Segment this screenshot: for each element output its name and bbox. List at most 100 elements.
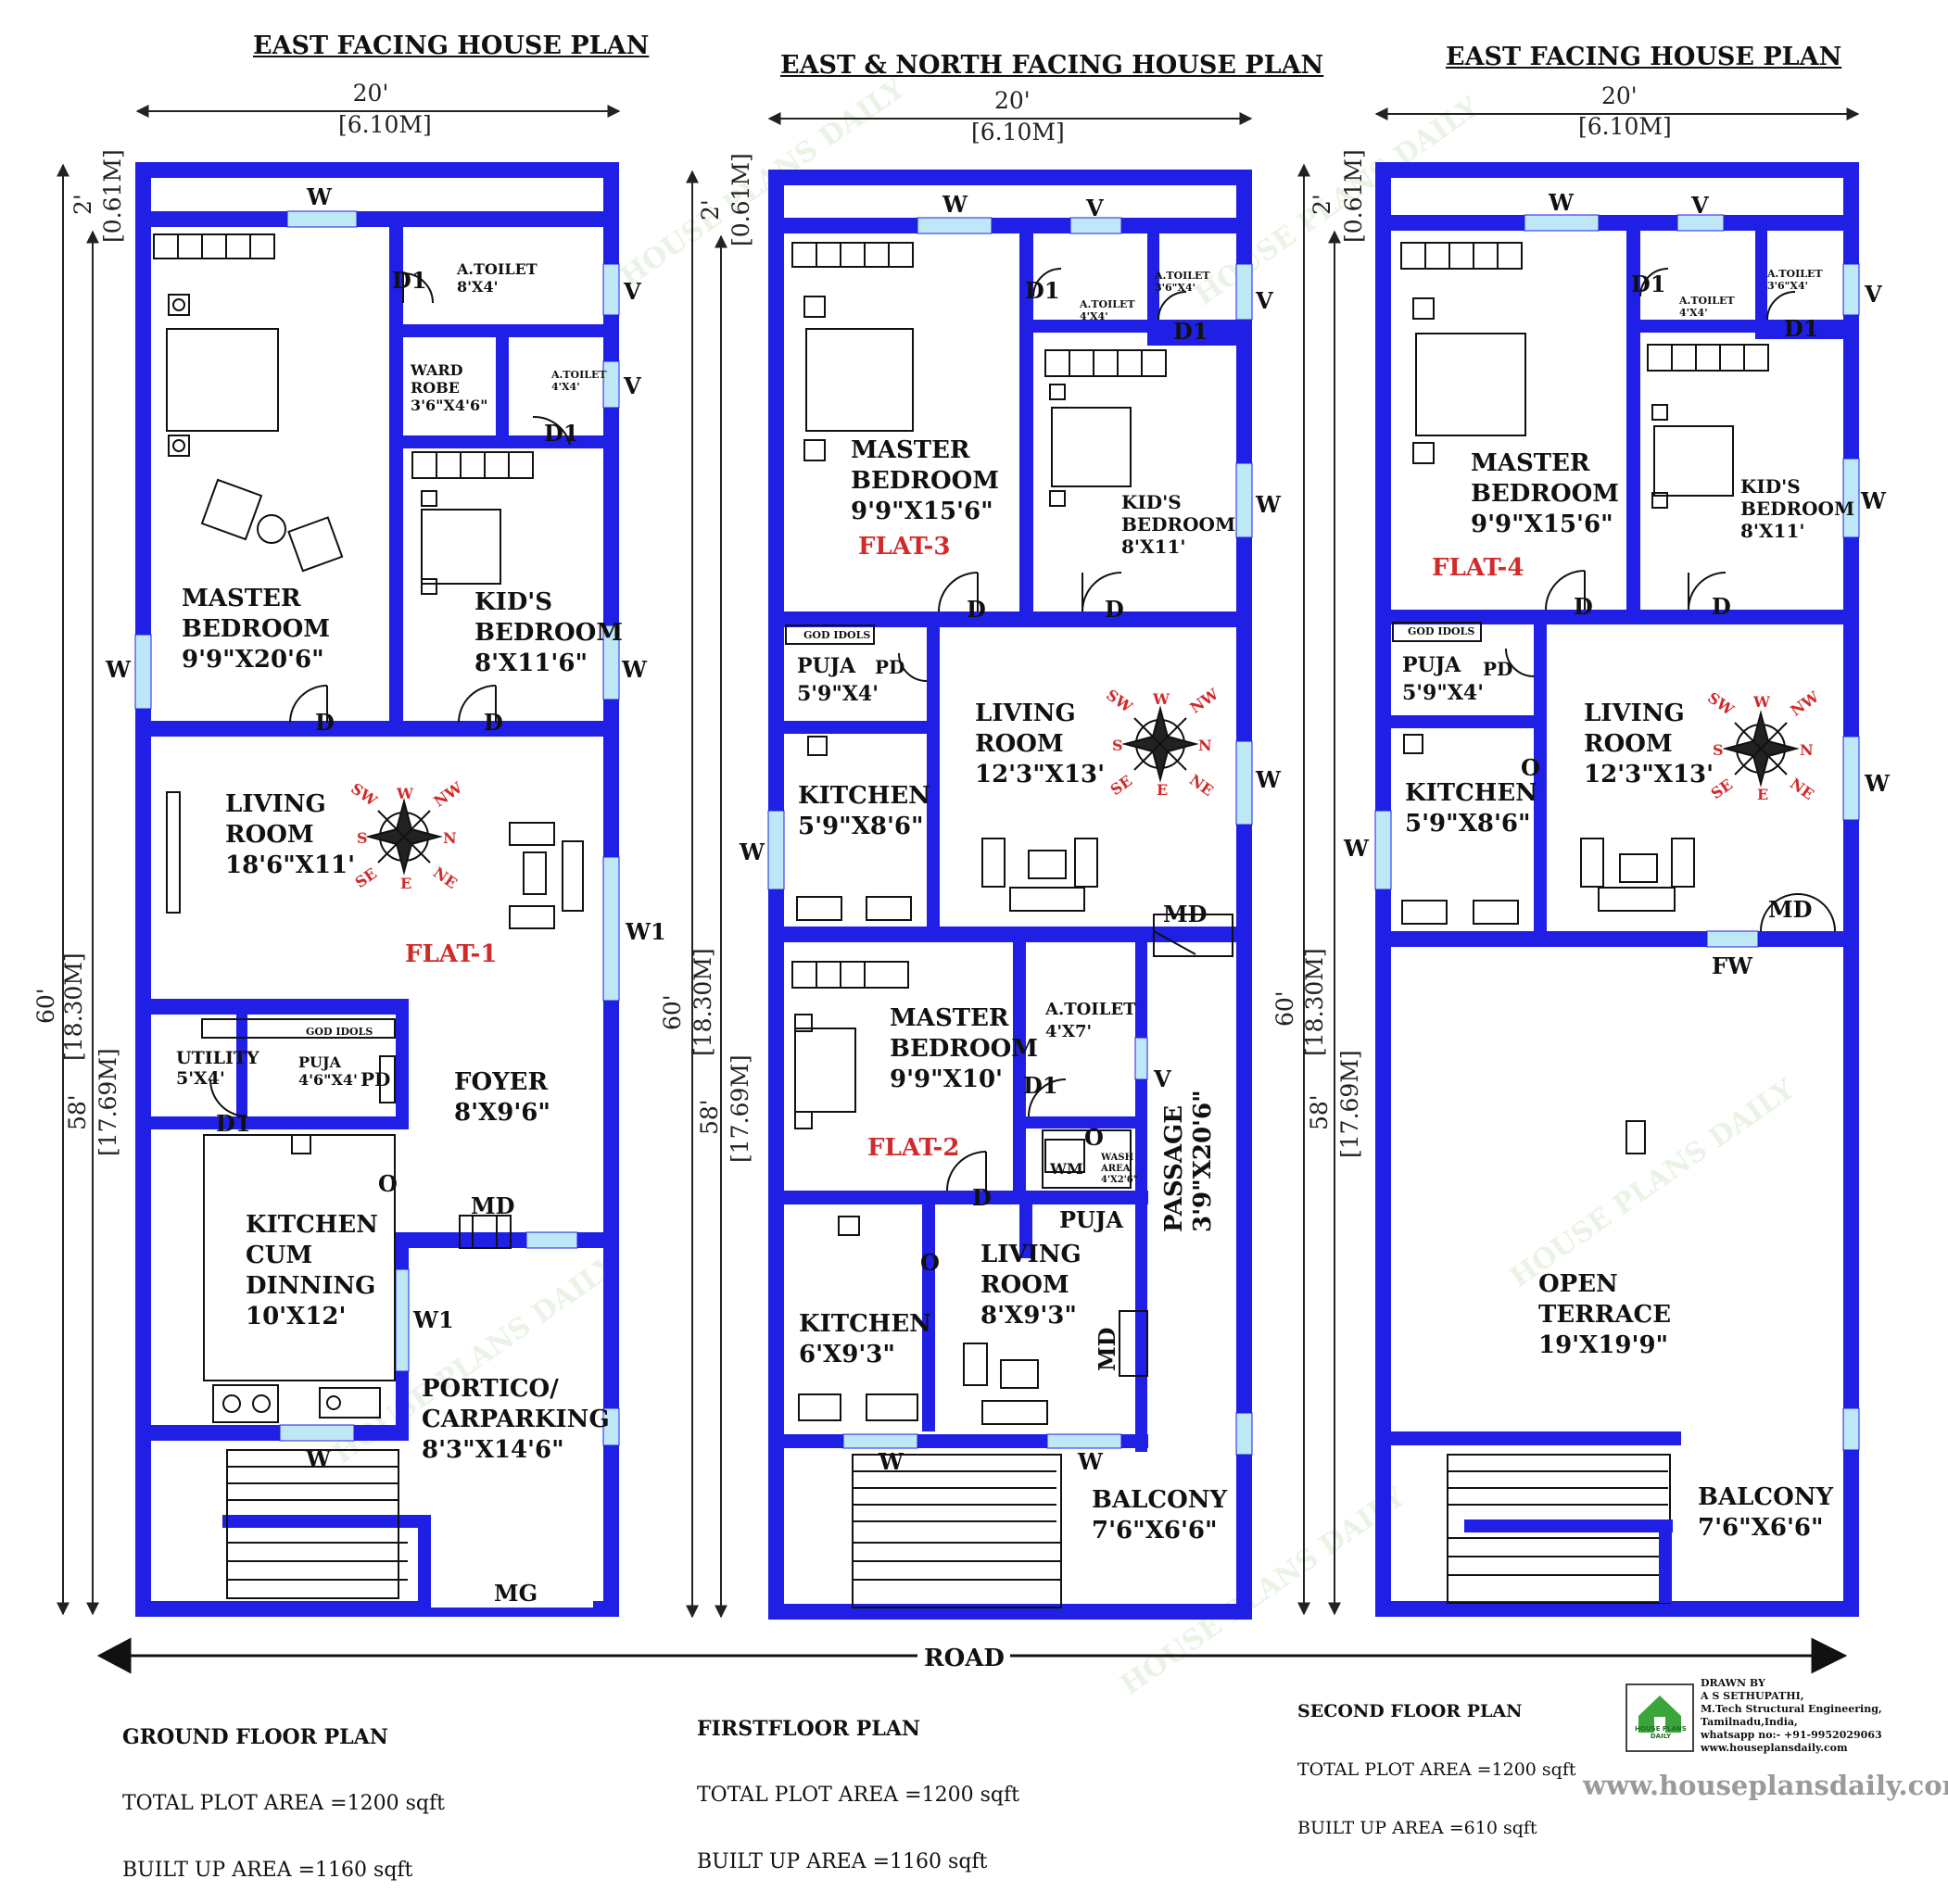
ground-footer-built: BUILT UP AREA =1160 sqft	[122, 1859, 413, 1882]
ground-door-d: D	[315, 709, 335, 736]
ground-compass	[365, 798, 443, 876]
ground-wardrobe: WARD ROBE 3'6"X4'6"	[411, 361, 488, 414]
first-o: O	[920, 1249, 940, 1276]
ground-length-dim-m: [18.30M]	[60, 952, 87, 1061]
compass-w: W	[1753, 693, 1770, 711]
ground-top-dim-m: [0.61M]	[99, 149, 126, 243]
second-window-w: W	[1344, 835, 1369, 862]
first-door-d1: D1	[1025, 277, 1060, 304]
first-window-w: W	[942, 191, 968, 218]
first-door-d: D	[972, 1184, 992, 1211]
first-length-dim-m: [18.30M]	[689, 948, 716, 1056]
ground-window-w: W	[622, 656, 647, 683]
second-kids-bedroom: KID'S BEDROOM 8'X11'	[1740, 475, 1855, 542]
compass-s: S	[357, 829, 368, 847]
ground-window-w1: W1	[413, 1306, 454, 1333]
second-o: O	[1521, 754, 1540, 781]
second-footer-total: TOTAL PLOT AREA =1200 sqft	[1297, 1759, 1576, 1780]
first-door-d: D	[967, 596, 986, 623]
first-a-toilet-2: A.TOILET 3'6"X4'	[1155, 270, 1210, 294]
second-top-dim: 2'	[1309, 194, 1335, 215]
first-vent-v: V	[1086, 195, 1104, 221]
ground-plan-title: EAST FACING HOUSE PLAN	[253, 32, 650, 60]
ground-portico: PORTICO/ CARPARKING 8'3"X14'6"	[422, 1375, 610, 1464]
second-living-room: LIVING ROOM 12'3"X13'	[1584, 700, 1714, 788]
first-length-dim: 60'	[659, 994, 686, 1030]
first-compass	[1121, 705, 1199, 783]
ground-fixtures	[153, 233, 593, 1608]
first-window-w: W	[740, 839, 765, 865]
first-window-w: W	[879, 1448, 904, 1475]
second-top-dim-m: [0.61M]	[1340, 149, 1367, 243]
second-door-d: D	[1712, 593, 1731, 620]
ground-door-d: D	[484, 709, 503, 736]
first-window-w: W	[1078, 1448, 1103, 1475]
credits-site: www.houseplansdaily.com	[1701, 1742, 1848, 1754]
first-balcony: BALCONY 7'6"X6'6"	[1092, 1486, 1228, 1545]
second-window-w: W	[1549, 189, 1574, 216]
second-inner-dim: 58'	[1306, 1094, 1333, 1130]
first-puja-2: PUJA	[1059, 1206, 1123, 1233]
credits-degree: M.Tech Structural Engineering,	[1701, 1703, 1882, 1715]
second-kitchen: KITCHEN 5'9"X8'6"	[1405, 779, 1537, 838]
ground-master-bedroom: MASTER BEDROOM 9'9"X20'6"	[182, 585, 331, 674]
second-fixtures	[1392, 242, 1836, 1604]
credits-block: DRAWN BY A S SETHUPATHI, M.Tech Structur…	[1701, 1677, 1882, 1755]
first-master-bedroom-2: MASTER BEDROOM 9'9"X10'	[890, 1004, 1039, 1093]
compass-e: E	[1157, 781, 1169, 799]
second-floor-plan	[1375, 162, 1859, 1617]
ground-door-d1: D1	[392, 267, 427, 294]
ground-width-dim: 20'	[352, 80, 389, 107]
first-main-door: MD	[1163, 901, 1208, 927]
first-door-d1: D1	[1023, 1072, 1058, 1099]
first-living-room-2: LIVING ROOM 8'X9'3"	[980, 1241, 1082, 1330]
logo-text: HOUSE PLANS DAILY	[1635, 1725, 1687, 1740]
second-door-d1: D1	[1631, 271, 1666, 297]
ground-o: O	[378, 1170, 398, 1197]
second-windows	[1374, 214, 1860, 1451]
ground-puja: PUJA 4'6"X4'	[298, 1053, 358, 1089]
second-width-dim: 20'	[1601, 82, 1638, 109]
ground-a-toilet-small: A.TOILET 4'X4'	[551, 369, 607, 393]
second-main-door: MD	[1768, 896, 1813, 923]
ground-window-w: W	[306, 1445, 331, 1472]
second-vent-v: V	[1691, 192, 1709, 219]
compass-s: S	[1112, 737, 1123, 754]
ground-flat-label: FLAT-1	[405, 940, 498, 968]
ground-footer-title: GROUND FLOOR PLAN	[122, 1725, 388, 1749]
ground-width-dim-m: [6.10M]	[338, 111, 432, 138]
ground-vent-v: V	[624, 278, 641, 305]
ground-footer: GROUND FLOOR PLAN TOTAL PLOT AREA =1200 …	[122, 1682, 445, 1904]
second-window-w: W	[1865, 770, 1890, 797]
second-master-bedroom: MASTER BEDROOM 9'9"X15'6"	[1471, 449, 1620, 538]
ground-vent-v: V	[624, 372, 641, 399]
ground-god-idols: GOD IDOLS	[306, 1026, 373, 1038]
first-vent-v: V	[1154, 1065, 1171, 1092]
second-width-dim-m: [6.10M]	[1578, 113, 1672, 140]
second-footer: SECOND FLOOR PLAN TOTAL PLOT AREA =1200 …	[1297, 1663, 1576, 1858]
second-footer-built: BUILT UP AREA =610 sqft	[1297, 1818, 1537, 1838]
ground-inner-dim: 58'	[64, 1094, 91, 1130]
compass-n: N	[1800, 741, 1814, 759]
first-vent-v: V	[1256, 287, 1273, 314]
first-door-d: D	[1105, 596, 1124, 623]
ground-utility: UTILITY 5'X4'	[176, 1048, 259, 1089]
first-width-dim: 20'	[994, 87, 1031, 114]
second-window-w: W	[1861, 487, 1886, 514]
second-door-d1: D1	[1784, 315, 1819, 342]
first-top-dim-m: [0.61M]	[727, 153, 754, 246]
road-label: ROAD	[924, 1645, 1005, 1672]
ground-footer-total: TOTAL PLOT AREA =1200 sqft	[122, 1792, 445, 1815]
compass-e: E	[400, 875, 412, 892]
second-fw: FW	[1712, 952, 1752, 979]
first-flat-2: FLAT-2	[867, 1134, 960, 1162]
second-door-d: D	[1574, 593, 1593, 620]
website-footer: www.houseplansdaily.com	[1583, 1770, 1948, 1801]
first-main-door: MD	[1094, 1327, 1120, 1371]
second-length-dim-m: [18.30M]	[1301, 948, 1328, 1056]
ground-main-door: MD	[471, 1192, 515, 1219]
compass-n: N	[1198, 737, 1212, 754]
first-a-toilet-3: A.TOILET 4'X7'	[1045, 1000, 1136, 1041]
ground-inner-dim-m: [17.69M]	[95, 1048, 121, 1156]
first-footer-title: FIRSTFLOOR PLAN	[697, 1717, 921, 1741]
